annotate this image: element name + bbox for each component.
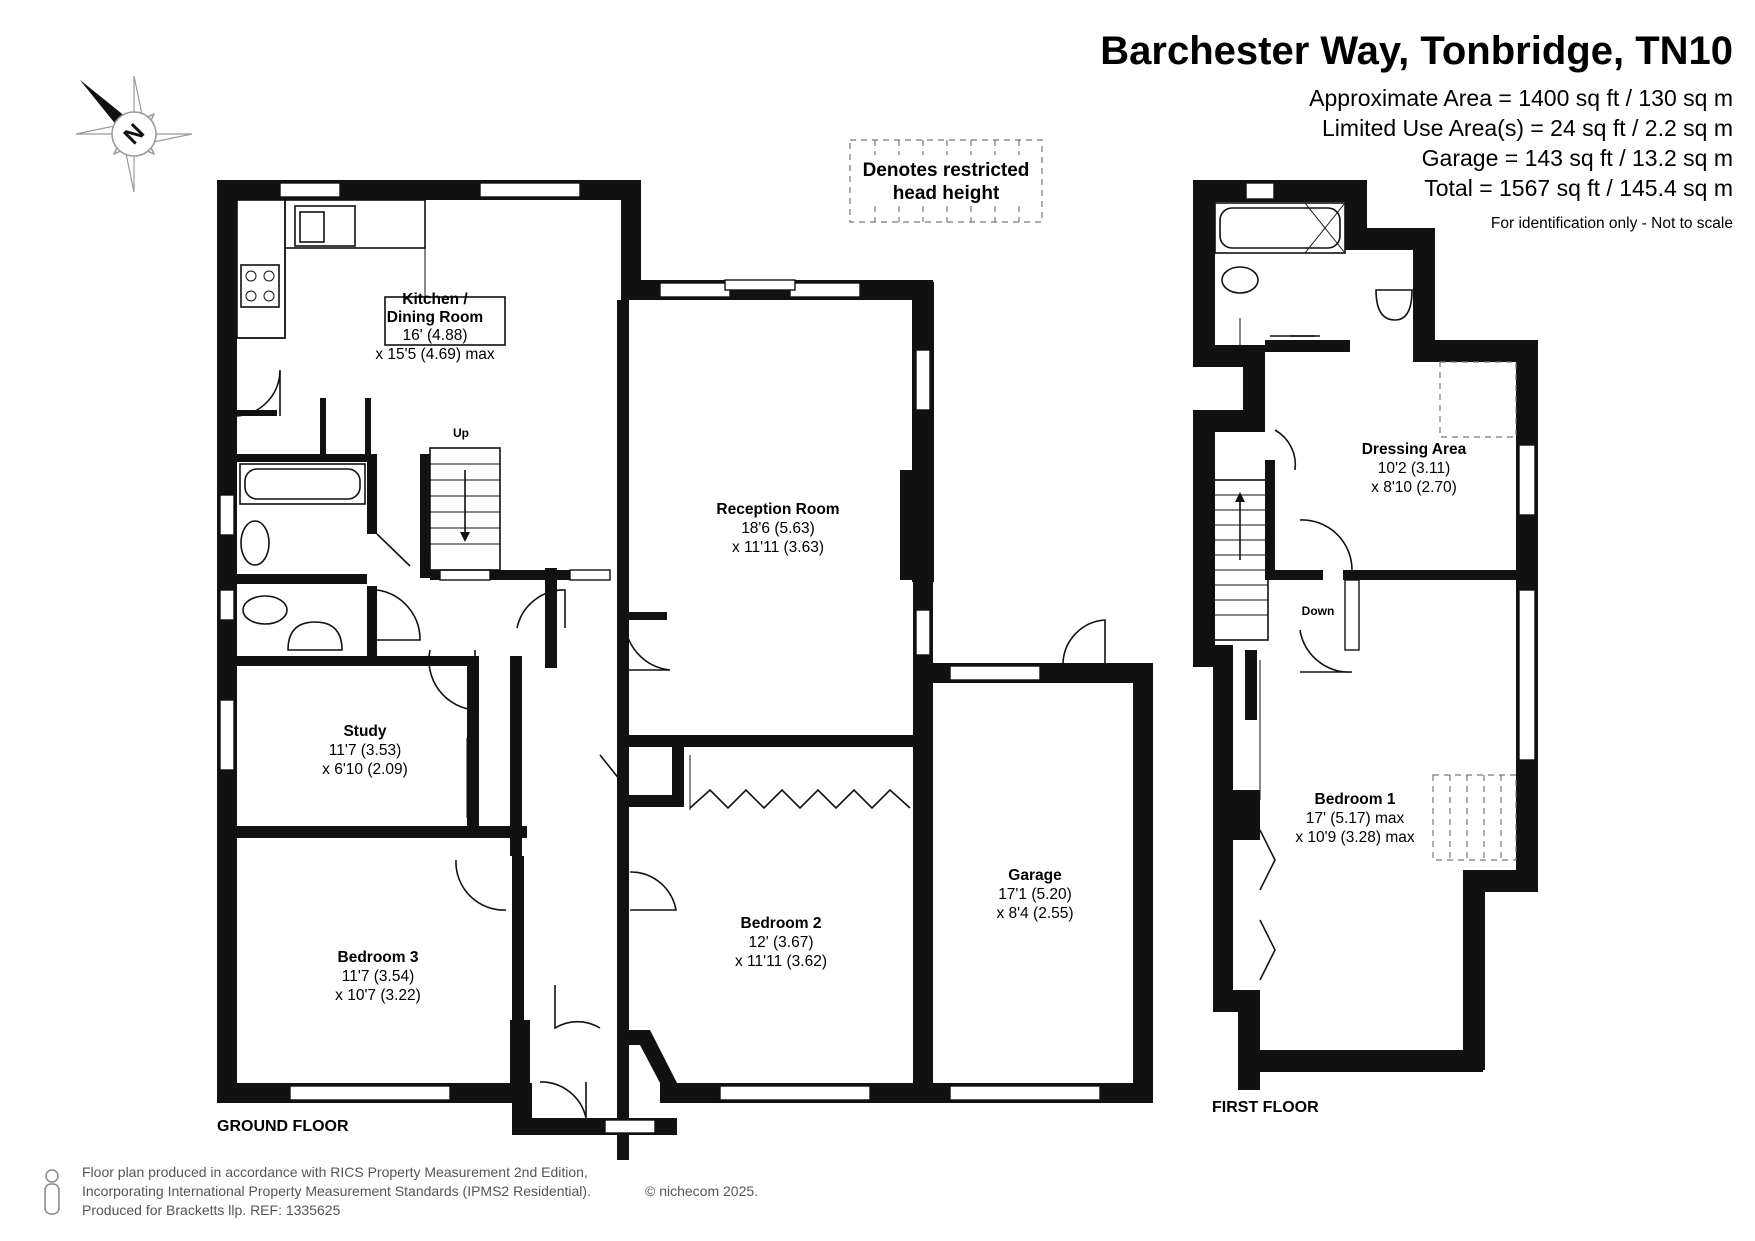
study-dim-1: 11'7 (3.53) [329,742,401,759]
ground-floor-label: GROUND FLOOR [217,1118,349,1135]
footer-line-2: Incorporating International Property Mea… [82,1183,591,1199]
bedroom3-name: Bedroom 3 [338,949,419,966]
disclaimer: For identification only - Not to scale [1491,215,1733,232]
kitchen-dim-2: x 15'5 (4.69) max [375,346,495,363]
garage-dim-2: x 8'4 (2.55) [996,905,1073,922]
bedroom2-dim-1: 12' (3.67) [749,934,814,951]
bedroom2-name: Bedroom 2 [741,915,822,932]
kitchen-dim-1: 16' (4.88) [403,327,468,344]
restricted-height-legend: Denotes restricted head height [849,139,1043,223]
study-name: Study [343,723,386,740]
legend-line-2: head height [893,183,1000,204]
footer-line-3: Produced for Bracketts llp. REF: 1335625 [82,1202,341,1218]
garage-dim-1: 17'1 (5.20) [998,886,1072,903]
limited-use-area: Limited Use Area(s) = 24 sq ft / 2.2 sq … [1322,115,1733,141]
reception-name: Reception Room [716,501,839,518]
bedroom1-dim-1: 17' (5.17) max [1306,810,1405,827]
kitchen-name-1: Kitchen / [402,291,468,308]
bedroom1-dim-2: x 10'9 (3.28) max [1295,829,1415,846]
footer-line-1: Floor plan produced in accordance with R… [82,1164,588,1180]
bedroom3-dim-2: x 10'7 (3.22) [335,987,421,1004]
reception-dim-1: 18'6 (5.63) [741,520,815,537]
bedroom2-dim-2: x 11'11 (3.62) [735,953,827,970]
stairs-down-label: Down [1302,604,1335,618]
garage-area: Garage = 143 sq ft / 13.2 sq m [1422,145,1733,171]
stairs-up-label: Up [453,426,469,440]
dressing-name: Dressing Area [1362,441,1467,458]
dressing-dim-2: x 8'10 (2.70) [1371,479,1457,496]
legend-line-1: Denotes restricted [863,160,1030,181]
ground-floor-plan [217,180,1153,1160]
footer-copyright: © nichecom 2025. [645,1183,758,1199]
bedroom1-name: Bedroom 1 [1315,791,1396,808]
first-floor-label: FIRST FLOOR [1212,1099,1319,1116]
approximate-area: Approximate Area = 1400 sq ft / 130 sq m [1309,85,1733,111]
compass-icon: N [75,75,193,193]
property-title: Barchester Way, Tonbridge, TN10 [1100,29,1733,73]
kitchen-name-2: Dining Room [387,309,483,326]
person-icon [44,1169,60,1215]
total-area: Total = 1567 sq ft / 145.4 sq m [1424,175,1733,201]
reception-dim-2: x 11'11 (3.63) [732,539,824,556]
first-floor-plan [1193,180,1538,1090]
dressing-dim-1: 10'2 (3.11) [1378,460,1450,477]
garage-name: Garage [1008,867,1062,884]
study-dim-2: x 6'10 (2.09) [322,761,408,778]
bedroom3-dim-1: 11'7 (3.54) [342,968,414,985]
